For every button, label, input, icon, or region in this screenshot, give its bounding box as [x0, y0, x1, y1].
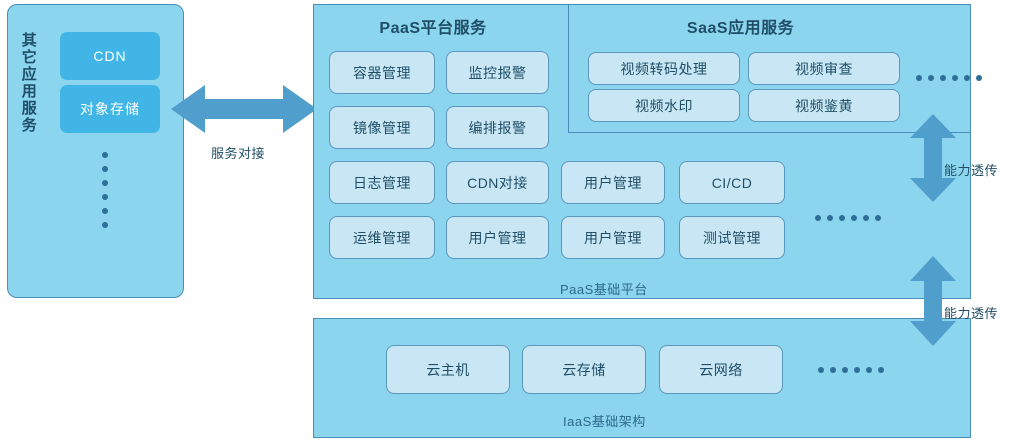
- paas-service-ops-management[interactable]: 运维管理: [329, 216, 435, 259]
- saas-service-video-transcoding[interactable]: 视频转码处理: [588, 52, 740, 85]
- paas-service-label: 运维管理: [353, 229, 411, 246]
- paas-service-monitor-alert[interactable]: 监控报警: [446, 51, 549, 94]
- paas-service-cdn-integration[interactable]: CDN对接: [446, 161, 549, 204]
- chip-cdn[interactable]: CDN: [60, 32, 160, 80]
- iaas-service-label: 云存储: [562, 361, 606, 378]
- paas-platform-footer: PaaS基础平台: [560, 282, 648, 297]
- paas-service-ci-cd[interactable]: CI/CD: [679, 161, 785, 204]
- paas-service-user-management-2[interactable]: 用户管理: [446, 216, 549, 259]
- saas-service-label: 视频转码处理: [620, 60, 708, 77]
- paas-service-orchestration-alert[interactable]: 编排报警: [446, 106, 549, 149]
- iaas-service-cloud-host[interactable]: 云主机: [386, 345, 510, 394]
- other-app-services-title: 其它应用服务: [19, 32, 37, 134]
- paas-service-label: 容器管理: [353, 64, 411, 81]
- service-integration-double-arrow-icon: [171, 82, 317, 136]
- paas-service-label: CI/CD: [711, 174, 753, 191]
- iaas-service-cloud-storage[interactable]: 云存储: [522, 345, 646, 394]
- paas-service-log-management[interactable]: 日志管理: [329, 161, 435, 204]
- paas-service-user-management-3[interactable]: 用户管理: [561, 216, 665, 259]
- iaas-service-label: 云网络: [699, 361, 743, 378]
- paas-service-label: 镜像管理: [353, 119, 411, 136]
- paas-platform-title: PaaS平台服务: [379, 20, 487, 37]
- paas-service-label: 测试管理: [703, 229, 761, 246]
- capability-passthrough-upper-label: 能力透传: [944, 163, 999, 178]
- saas-service-label: 视频审查: [795, 60, 853, 77]
- saas-service-label: 视频鉴黄: [795, 97, 853, 114]
- paas-service-image-management[interactable]: 镜像管理: [329, 106, 435, 149]
- saas-service-label: 视频水印: [635, 97, 693, 114]
- saas-application-title: SaaS应用服务: [686, 20, 795, 37]
- paas-service-container-management[interactable]: 容器管理: [329, 51, 435, 94]
- saas-more-ellipsis-icon: [913, 75, 985, 81]
- paas-service-label: 日志管理: [353, 174, 411, 191]
- paas-service-label: CDN对接: [467, 174, 528, 191]
- capability-passthrough-upper-arrow-icon: [908, 114, 958, 202]
- saas-service-video-review[interactable]: 视频审查: [748, 52, 900, 85]
- service-integration-label: 服务对接: [211, 146, 266, 161]
- paas-service-label: 用户管理: [584, 229, 642, 246]
- paas-service-label: 用户管理: [468, 229, 527, 246]
- paas-service-user-management-1[interactable]: 用户管理: [561, 161, 665, 204]
- capability-passthrough-lower-arrow-icon: [908, 256, 958, 346]
- chip-object-storage-label: 对象存储: [80, 101, 140, 117]
- saas-service-video-porn-detection[interactable]: 视频鉴黄: [748, 89, 900, 122]
- iaas-service-label: 云主机: [426, 361, 470, 378]
- iaas-more-ellipsis-icon: [815, 367, 887, 373]
- other-app-services-more-ellipsis-icon: [102, 148, 108, 232]
- iaas-service-cloud-network[interactable]: 云网络: [659, 345, 783, 394]
- paas-service-label: 监控报警: [468, 64, 527, 81]
- paas-service-label: 用户管理: [584, 174, 642, 191]
- chip-object-storage[interactable]: 对象存储: [60, 85, 160, 133]
- capability-passthrough-lower-label: 能力透传: [944, 306, 999, 321]
- saas-service-video-watermark[interactable]: 视频水印: [588, 89, 740, 122]
- paas-more-ellipsis-icon: [812, 215, 884, 221]
- chip-cdn-label: CDN: [93, 48, 127, 64]
- paas-service-label: 编排报警: [468, 119, 527, 136]
- iaas-infrastructure-footer: IaaS基础架构: [563, 414, 646, 429]
- paas-service-test-management[interactable]: 测试管理: [679, 216, 785, 259]
